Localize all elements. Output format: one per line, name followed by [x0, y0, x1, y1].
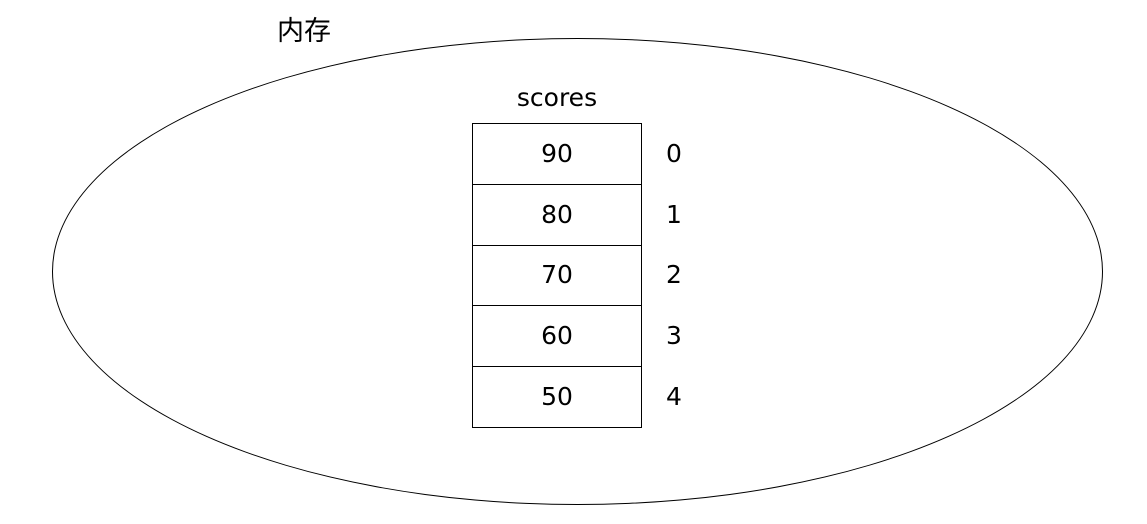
array-cell-value: 60: [541, 321, 573, 351]
array-index-label: 3: [666, 321, 682, 351]
array-cell: 60 3: [473, 306, 682, 368]
memory-region-label: 内存: [277, 16, 331, 47]
array-name-label: scores: [516, 83, 598, 112]
array-index-label: 2: [666, 260, 682, 290]
array-cell: 80 1: [473, 185, 682, 246]
array-index-label: 4: [666, 382, 682, 412]
array-index-label: 1: [666, 199, 682, 229]
memory-region-ellipse: [52, 38, 1103, 505]
array-table: 90 0 80 1 70 2 60 3 50 4: [472, 123, 682, 428]
array-cell: 50 4: [473, 367, 682, 428]
array-cell-value: 80: [541, 199, 573, 229]
array-cell-value: 70: [541, 260, 573, 290]
array-cell: 70 2: [473, 246, 682, 307]
array-index-label: 0: [666, 138, 682, 168]
array-cell-value: 50: [541, 382, 573, 412]
array-cell: 90 0: [473, 124, 682, 185]
array-cell-value: 90: [541, 138, 573, 168]
